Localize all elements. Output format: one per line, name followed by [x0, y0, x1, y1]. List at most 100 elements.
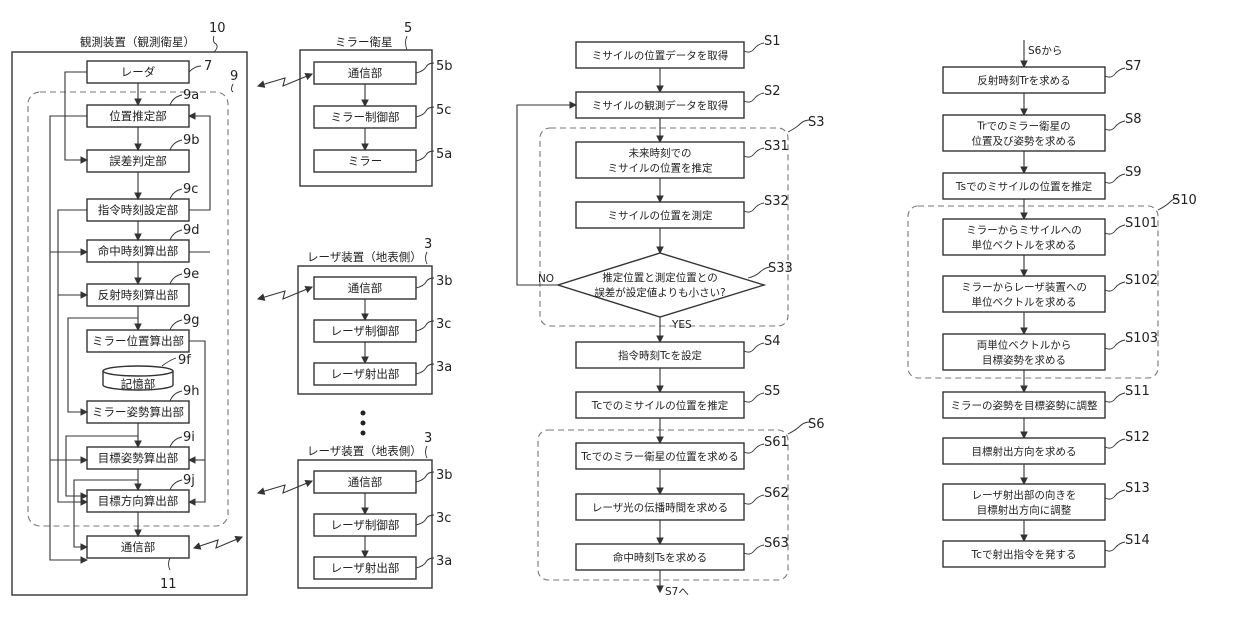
unit-label: 指令時刻設定部: [98, 203, 179, 217]
unit-label: 位置推定部: [109, 109, 167, 123]
observation-device-block: 観測装置（観測衛星） 10 9 レーダ 7 位置推定部9a誤差判定部9b指令時刻…: [11, 21, 248, 596]
unit-label: ミラー姿勢算出部: [92, 405, 184, 419]
unit-label: 目標姿勢算出部: [98, 451, 179, 465]
comm-unit-label: 通信部: [121, 540, 156, 554]
step-text: 反射時刻Trを求める: [977, 74, 1070, 87]
storage-cylinder: 記憶部 9f: [102, 353, 191, 391]
yes-label: YES: [671, 319, 692, 331]
ref-label: 9: [230, 69, 238, 84]
step-text: レーザ射出部の向きを: [972, 489, 1077, 502]
loop-back-arrow: [516, 101, 578, 286]
ref-label: S61: [764, 435, 789, 450]
step-text: 目標射出方向を求める: [972, 445, 1077, 458]
step-s61: Tcでのミラー衛星の位置を求める S61: [575, 435, 789, 470]
ref-label: 5b: [436, 59, 453, 74]
unit-label: 通信部: [348, 66, 383, 80]
ref-label: 9h: [183, 384, 200, 399]
ref-label: S101: [1125, 216, 1158, 231]
ref-label: 9d: [183, 223, 200, 238]
unit-label: 通信部: [348, 281, 383, 295]
group-s6: [537, 429, 789, 581]
step-s63: 命中時刻Tsを求める S63: [575, 536, 789, 571]
step-text: ミサイルの観測データを取得: [592, 99, 729, 112]
unit-label: ミラー: [348, 154, 383, 168]
ref-label: S62: [764, 486, 789, 501]
ref-label: 5a: [436, 147, 452, 162]
ref-label: S33: [768, 261, 793, 276]
unit-label: レーザ制御部: [331, 518, 400, 532]
step-text: ミラーからミサイルへの: [966, 225, 1082, 237]
from-label: S6から: [1028, 45, 1062, 57]
step-s12: 目標射出方向を求める S12: [942, 430, 1150, 465]
step-s7: 反射時刻Trを求める S7: [942, 59, 1142, 94]
unit-label: 反射時刻算出部: [98, 288, 179, 302]
radar-label: レーダ: [121, 65, 156, 79]
ref-label: S10: [1172, 193, 1197, 208]
ref-label: S14: [1125, 533, 1150, 548]
ref-label: S12: [1125, 430, 1150, 445]
decision-text: 誤差が設定値よりも小さい?: [594, 286, 725, 299]
ref-label: S6: [808, 417, 825, 432]
unit-label: ミラー位置算出部: [92, 334, 184, 348]
ref-label: S2: [764, 84, 781, 99]
ref-label: 7: [204, 59, 212, 74]
ref-label: 3: [424, 237, 432, 252]
no-label: NO: [538, 273, 554, 285]
ref-label: S63: [764, 536, 789, 551]
ref-label: 11: [160, 577, 177, 592]
ref-label: 9e: [183, 267, 199, 282]
ref-label: 3: [424, 431, 432, 446]
ref-label: S31: [764, 139, 789, 154]
ref-label: 3c: [436, 511, 451, 526]
ref-label: 3b: [436, 274, 453, 289]
ref-label: S11: [1125, 384, 1150, 399]
group-s3: [539, 127, 789, 327]
ref-label: 9g: [183, 313, 200, 328]
ref-label: 9i: [183, 430, 195, 445]
ref-label: S7: [1125, 59, 1142, 74]
connection-lines: [49, 71, 211, 564]
step-text: Tcでのミラー衛星の位置を求める: [580, 450, 738, 463]
step-text: 命中時刻Tsを求める: [613, 551, 707, 564]
step-text: ミラーの姿勢を目標姿勢に調整: [951, 399, 1098, 412]
step-text: 未来時刻での: [629, 147, 692, 160]
unit-label: レーザ射出部: [331, 367, 400, 381]
step-text: 位置及び姿勢を求める: [972, 135, 1077, 148]
ref-label: 9b: [183, 133, 200, 148]
step-text: Tsでのミサイルの位置を推定: [955, 180, 1093, 193]
wireless-link-icon: [256, 72, 314, 88]
step-text: 目標姿勢を求める: [982, 354, 1066, 367]
wireless-link-icon: [192, 536, 244, 550]
mirror-unit: 通信部 5b: [313, 59, 453, 108]
step-text: 指令時刻Tcを設定: [618, 349, 702, 362]
ref-label: S5: [764, 384, 781, 399]
ref-label: S4: [764, 334, 781, 349]
step-s11: ミラーの姿勢を目標姿勢に調整 S11: [942, 384, 1150, 419]
unit-label: レーザ射出部: [331, 561, 400, 575]
processing-unit: ミラー位置算出部 9g: [86, 313, 200, 353]
ref-label: 3b: [436, 468, 453, 483]
processing-unit: 目標姿勢算出部 9i: [86, 430, 195, 470]
flowchart-1: ミサイルの位置データを取得S1ミサイルの観測データを取得S2S3未来時刻でのミサ…: [516, 34, 825, 598]
wireless-link-icon: [256, 479, 314, 495]
ref-label: S1: [764, 34, 781, 49]
unit-label: ミラー制御部: [331, 110, 400, 124]
